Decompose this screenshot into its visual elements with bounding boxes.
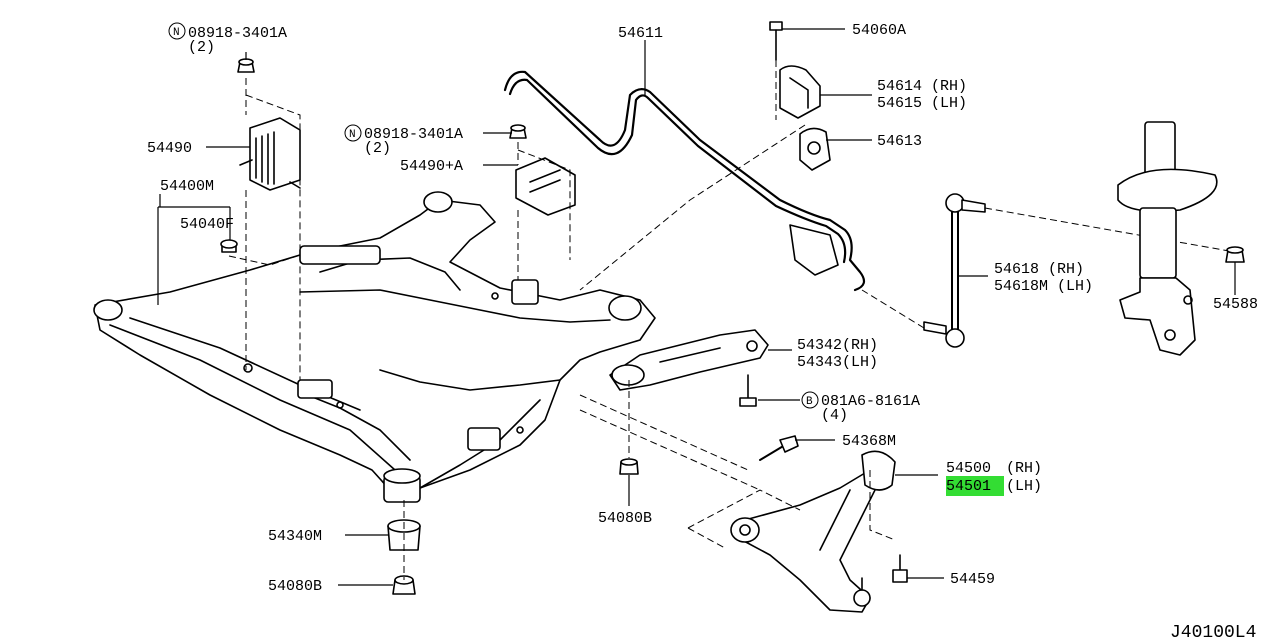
label-54500[interactable]: 54500 — [946, 460, 991, 477]
leader-lines — [157, 28, 1236, 586]
module-54490[interactable] — [239, 117, 301, 191]
module-54490a[interactable] — [515, 157, 576, 216]
label-081a6-8161a-qty: (4) — [821, 407, 848, 424]
label-54501[interactable]: 54501 — [946, 478, 991, 495]
n-marker-letter: N — [173, 27, 180, 39]
label-08918-3401a-top[interactable]: 08918-3401A — [188, 25, 287, 42]
bolt-54060a[interactable] — [769, 21, 783, 61]
subframe-54400m[interactable] — [93, 191, 656, 503]
nut-54080b-mid[interactable] — [619, 458, 639, 475]
label-54060a[interactable]: 54060A — [852, 22, 906, 39]
clamp-54614-54615[interactable] — [779, 65, 821, 119]
stabilizer-link-54618[interactable] — [923, 193, 986, 348]
bolt-081a6-8161a[interactable] — [739, 374, 757, 407]
dash-line — [517, 142, 571, 280]
label-54618-rh[interactable]: 54618 (RH) — [994, 261, 1084, 278]
label-54459[interactable]: 54459 — [950, 571, 995, 588]
nut-08918-3401a-top[interactable] — [237, 58, 255, 73]
label-54490a[interactable]: 54490+A — [400, 158, 463, 175]
nut-54588[interactable] — [1225, 246, 1245, 263]
diagram-code: J40100L4 — [1170, 623, 1256, 640]
label-54340m[interactable]: 54340M — [268, 528, 322, 545]
label-54615-lh[interactable]: 54615 (LH) — [877, 95, 967, 112]
nut-08918-3401a-mid[interactable] — [509, 124, 527, 139]
label-08918-3401a-top-qty: (2) — [188, 39, 215, 56]
n-marker-mid: N — [344, 124, 362, 142]
label-54343-lh[interactable]: 54343(LH) — [797, 354, 878, 371]
label-54501-side: (LH) — [1006, 478, 1042, 495]
label-54490[interactable]: 54490 — [147, 140, 192, 157]
stabilizer-bar-54611[interactable] — [503, 70, 866, 292]
link-plate-54342-54343[interactable] — [609, 329, 769, 391]
label-54618m-lh[interactable]: 54618M (LH) — [994, 278, 1093, 295]
label-08918-3401a-mid[interactable]: 08918-3401A — [364, 126, 463, 143]
part-labels: 08918-3401A (2) 54490 54400M 54040F 0891… — [147, 22, 1258, 640]
grommet-54040f[interactable] — [220, 239, 238, 253]
label-54400m[interactable]: 54400M — [160, 178, 214, 195]
label-54368m[interactable]: 54368M — [842, 433, 896, 450]
dash-line — [687, 470, 896, 549]
label-54080b-bottom[interactable]: 54080B — [268, 578, 322, 595]
b-marker-letter: B — [806, 396, 813, 408]
label-54500-side: (RH) — [1006, 460, 1042, 477]
nut-54080b-bottom[interactable] — [392, 575, 416, 595]
label-08918-3401a-mid-qty: (2) — [364, 140, 391, 157]
n-marker-top: N — [168, 22, 186, 40]
highlight-54501 — [946, 476, 1004, 496]
transverse-link-54500-54501[interactable] — [730, 450, 896, 613]
label-54588[interactable]: 54588 — [1213, 296, 1258, 313]
dash-line — [861, 207, 1236, 329]
strut-assembly[interactable] — [1117, 121, 1218, 356]
label-54080b-mid[interactable]: 54080B — [598, 510, 652, 527]
label-081a6-8161a[interactable]: 081A6-8161A — [821, 393, 920, 410]
dash-line — [579, 60, 806, 291]
bolt-54368m[interactable] — [759, 435, 799, 461]
label-54342-rh[interactable]: 54342(RH) — [797, 337, 878, 354]
label-54613[interactable]: 54613 — [877, 133, 922, 150]
label-54040f[interactable]: 54040F — [180, 216, 234, 233]
n-marker-letter: N — [349, 129, 356, 141]
b-marker: B — [801, 391, 819, 409]
dash-line — [228, 240, 301, 266]
label-54611[interactable]: 54611 — [618, 25, 663, 42]
dash-line — [245, 78, 301, 380]
dash-line — [579, 380, 761, 491]
bushing-54613[interactable] — [799, 127, 831, 171]
bolt-54459[interactable] — [892, 554, 908, 583]
label-54614-rh[interactable]: 54614 (RH) — [877, 78, 967, 95]
